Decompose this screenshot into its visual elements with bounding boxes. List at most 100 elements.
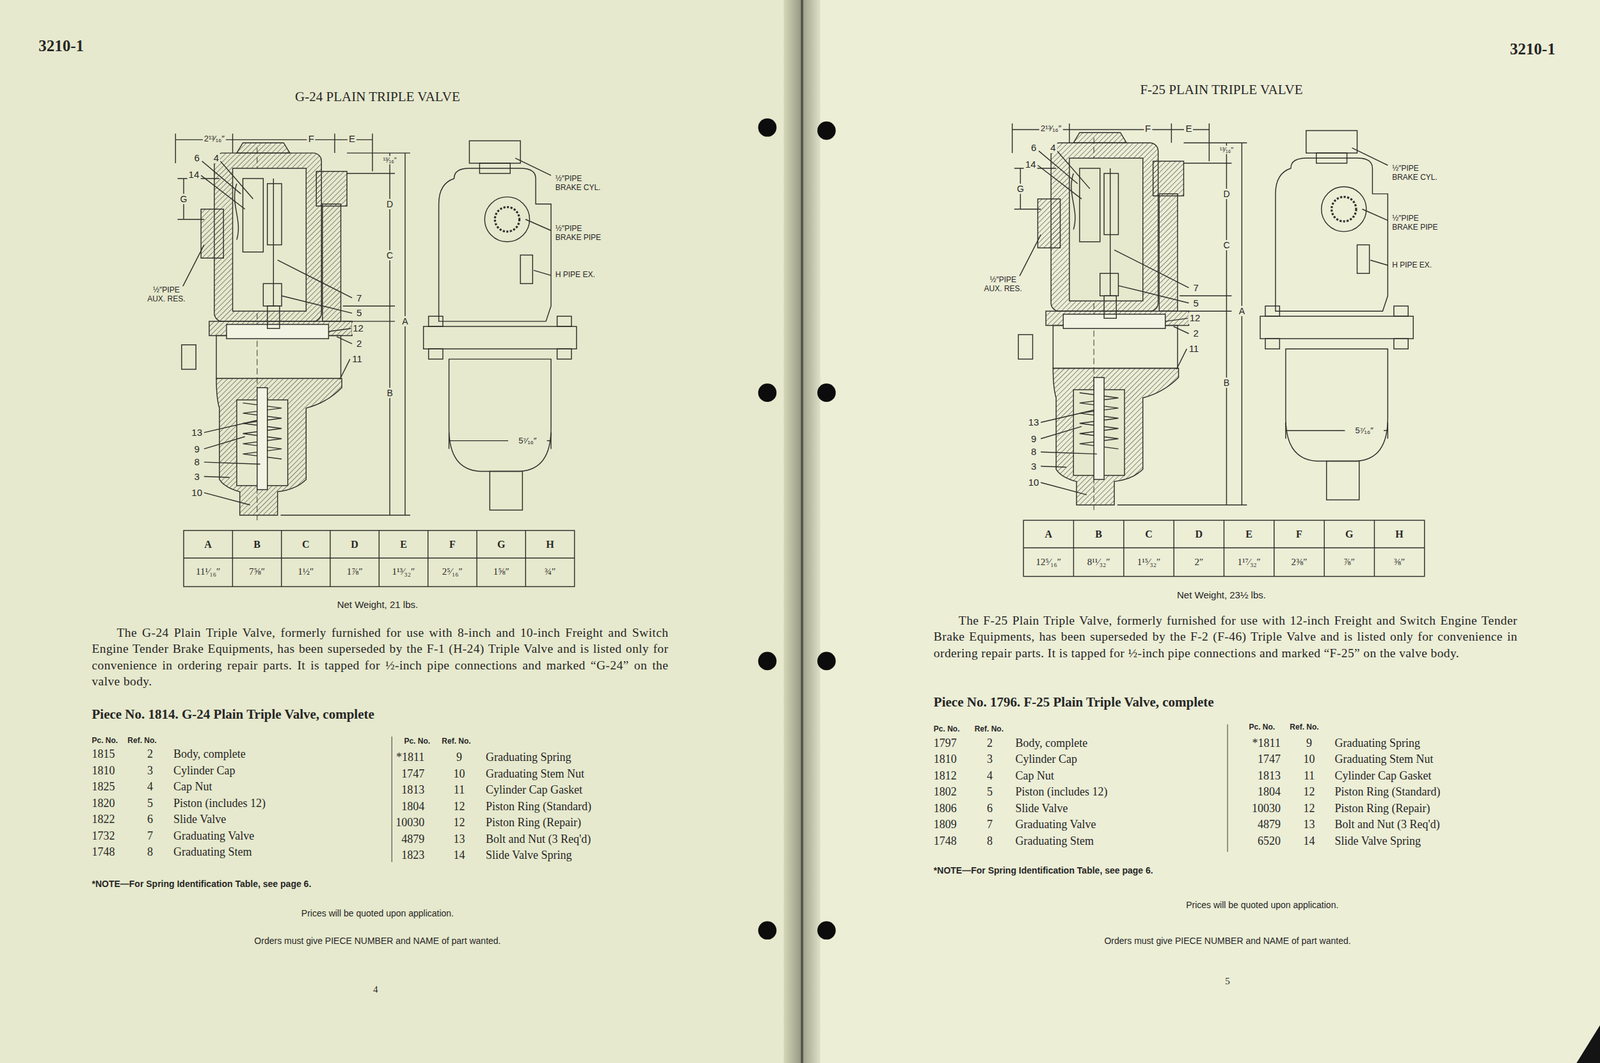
piece-heading: Piece No. 1814. G-24 Plain Triple Valve,… [91, 706, 374, 722]
port-label: ½″PIPE BRAKE CYL. [1390, 164, 1446, 183]
part-name: Piston Ring (Standard) [485, 799, 592, 813]
ref-number: 14 [453, 848, 465, 863]
f25-valve-drawing [1012, 123, 1414, 511]
ref-number: 7 [147, 828, 153, 843]
dimension: ¹³⁄₁₆″ [1218, 145, 1235, 155]
dimension-letter: E [347, 133, 357, 144]
dimension-letter: A [1237, 305, 1247, 317]
dimension-tables [391, 736, 393, 863]
left-page [0, 0, 799, 1063]
booklet-illustration [1012, 123, 1414, 511]
dimension-tables [1223, 520, 1225, 577]
ref-number: 11 [1303, 768, 1315, 783]
piece-number: 1747 [401, 766, 425, 781]
part-name: Bolt and Nut (3 Req'd) [485, 832, 591, 846]
part-name: Graduating Spring [485, 750, 571, 765]
piece-number: 1810 [91, 763, 115, 777]
page-heading: F-25 PLAIN TRIPLE VALVE [1139, 81, 1303, 98]
dimension-letter: G [179, 193, 189, 205]
table-header: H [1395, 528, 1403, 540]
dimension-letter: C [385, 250, 395, 261]
piece-number: 1813 [1257, 768, 1281, 783]
dimension-tables [525, 530, 527, 587]
part-name: Piston Ring (Repair) [485, 816, 582, 830]
ref-number: 8 [147, 845, 153, 859]
table-cell: ⅜″ [1393, 556, 1406, 568]
dimension-letter: D [385, 199, 395, 210]
callout-number: 6 [193, 152, 201, 164]
binder-holes [817, 652, 836, 671]
table-cell: 1¹³⁄₃₂″ [392, 567, 416, 578]
callout-number: 10 [190, 487, 204, 498]
callout-number: 14 [1024, 158, 1038, 170]
callout-number: 5 [355, 307, 363, 319]
piece-number: 1813 [401, 783, 425, 797]
note: *NOTE—For Spring Identification Table, s… [933, 865, 1154, 876]
piece-number: 1802 [933, 785, 957, 799]
ref-number: 12 [453, 799, 465, 813]
dimension-tables [427, 530, 429, 587]
table-cell: ⅞″ [1344, 556, 1356, 568]
part-name: Slide Valve Spring [485, 848, 573, 863]
column-header: Ref. No. [974, 725, 1004, 735]
callout-number: 3 [1029, 460, 1038, 472]
callout-number: 4 [1048, 142, 1057, 154]
table-cell: 2⁵⁄₁₆″ [442, 567, 463, 578]
ref-number: 10 [453, 766, 465, 781]
callout-number: 3 [193, 471, 201, 482]
part-name: Cylinder Cap [1015, 752, 1078, 767]
table-header: E [400, 538, 408, 550]
ref-number: 4 [147, 780, 153, 794]
callout-number: 10 [1027, 477, 1041, 489]
ref-number: 14 [1303, 833, 1316, 848]
dimension-letter: G [1015, 183, 1026, 194]
ref-number: 5 [147, 796, 153, 810]
table-cell: 1⅞″ [346, 567, 363, 578]
piece-heading: Piece No. 1796. F-25 Plain Triple Valve,… [933, 694, 1215, 710]
page-number: 5 [1224, 976, 1231, 987]
table-header: E [1245, 528, 1253, 540]
piece-number: 1822 [91, 812, 115, 827]
piece-number: 1804 [401, 799, 425, 813]
ref-number: 3 [986, 752, 993, 767]
binder-holes [817, 121, 836, 141]
binder-holes [758, 652, 777, 671]
page-code: 3210-1 [38, 36, 84, 56]
net-weight: Net Weight, 21 lbs. [337, 599, 418, 611]
right-page [801, 0, 1600, 1063]
page-heading: G-24 PLAIN TRIPLE VALVE [295, 88, 461, 105]
dimension-tables [1123, 520, 1124, 577]
table-cell: 1½″ [297, 567, 314, 578]
part-name: Piston (includes 12) [173, 796, 266, 810]
net-weight: Net Weight, 23½ lbs. [1176, 589, 1266, 601]
dimension: 5⁷⁄₁₆″ [517, 435, 538, 446]
column-header: Pc. No. [91, 736, 118, 746]
piece-number: *1811 [1252, 736, 1281, 750]
table-cell: ¾″ [544, 567, 557, 578]
description-paragraph: The G-24 Plain Triple Valve, formerly fu… [91, 624, 669, 690]
dimension-tables [1273, 520, 1275, 577]
table-cell: 7⅝″ [248, 567, 265, 578]
ref-number: 2 [986, 736, 993, 750]
table-cell: 1¹⁵⁄₃₂″ [1137, 556, 1161, 568]
callout-number: 2 [355, 338, 363, 350]
dimension-tables [1323, 520, 1325, 577]
ref-number: 13 [1303, 817, 1316, 832]
dimension-tables [378, 530, 380, 587]
table-header: C [302, 538, 310, 550]
binder-holes [817, 383, 836, 402]
binder-holes [758, 383, 777, 402]
description-paragraph: The F-25 Plain Triple Valve, formerly fu… [933, 612, 1518, 662]
column-header: Pc. No. [1249, 723, 1276, 733]
port-label: H PIPE EX. [1390, 261, 1433, 271]
dimension-tables [183, 520, 1425, 863]
table-cell: 1⅝″ [493, 567, 510, 578]
table-header: C [1144, 528, 1153, 540]
note: *NOTE—For Spring Identification Table, s… [91, 878, 312, 889]
piece-number: 1820 [91, 796, 115, 810]
table-header: D [350, 538, 359, 550]
part-name: Graduating Stem Nut [1334, 752, 1433, 767]
ref-number: 4 [986, 768, 993, 783]
table-header: A [1045, 528, 1053, 540]
